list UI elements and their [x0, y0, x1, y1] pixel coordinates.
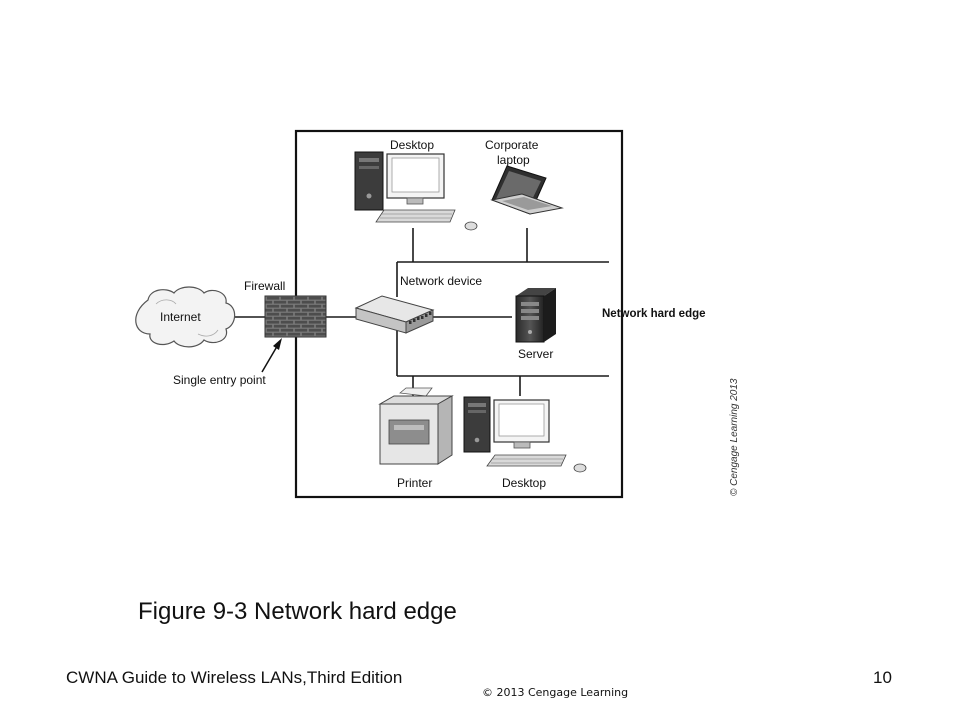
footer-book-title: CWNA Guide to Wireless LANs,Third Editio… [66, 668, 403, 687]
corporate-laptop-icon [490, 165, 564, 215]
printer-icon [378, 387, 454, 465]
label-single-entry-point: Single entry point [173, 373, 266, 387]
label-laptop: laptop [497, 153, 530, 167]
internet-cloud-icon [135, 286, 236, 348]
credit-text: © Cengage Learning 2013 [729, 378, 740, 496]
label-network-device: Network device [400, 274, 482, 288]
network-boundary-box [294, 129, 624, 499]
label-server: Server [518, 347, 553, 361]
page-number: 10 [873, 668, 892, 687]
label-desktop-bottom: Desktop [502, 476, 546, 490]
desktop-top-icon [354, 151, 478, 231]
server-icon [515, 288, 556, 343]
firewall-icon [264, 295, 327, 338]
label-corporate: Corporate [485, 138, 539, 152]
label-firewall: Firewall [244, 279, 285, 293]
label-desktop-top: Desktop [390, 138, 434, 152]
label-internet: Internet [160, 310, 201, 324]
desktop-bottom-icon [463, 396, 587, 473]
label-network-hard-edge: Network hard edge [602, 308, 706, 320]
entry-point-arrow [261, 338, 282, 373]
footer-copyright: © 2013 Cengage Learning [482, 686, 629, 699]
network-device-switch-icon [354, 295, 435, 334]
label-printer: Printer [397, 476, 432, 490]
figure-caption: Figure 9-3 Network hard edge [138, 598, 457, 625]
